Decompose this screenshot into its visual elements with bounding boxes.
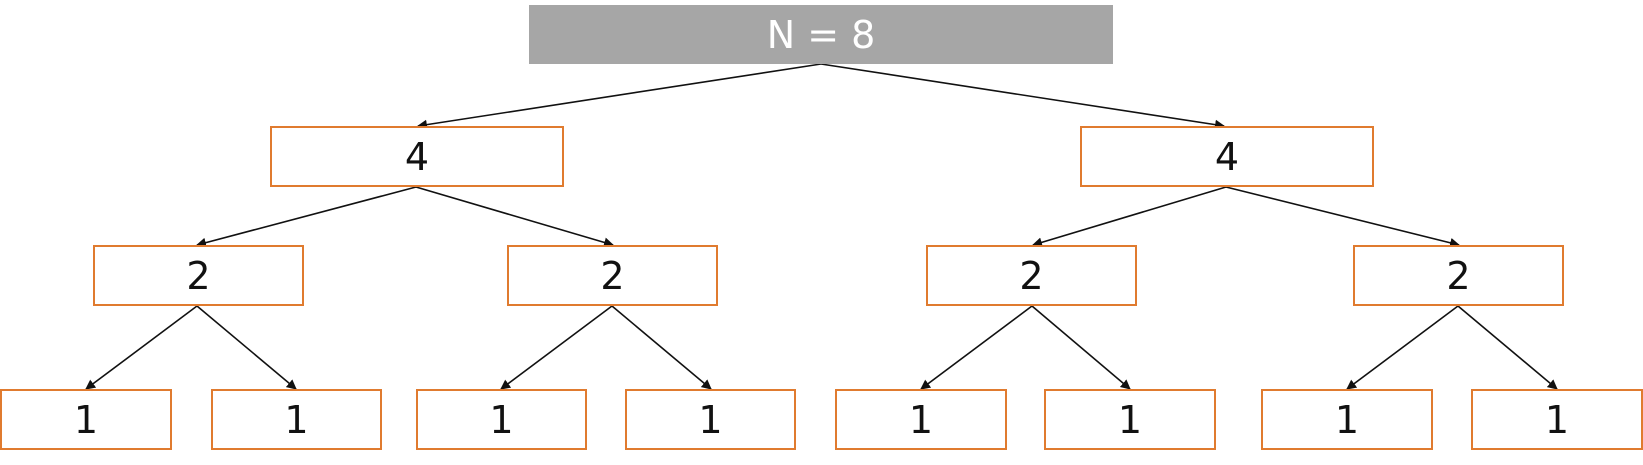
level2-node: 2 (93, 245, 304, 306)
level1-node: 4 (1080, 126, 1374, 187)
tree-edge-arrow (1346, 305, 1459, 390)
tree-edge-arrow (1225, 186, 1460, 248)
level3-node: 1 (625, 389, 796, 450)
level3-node-label: 1 (1117, 397, 1143, 442)
level2-node-label: 2 (1446, 253, 1471, 298)
tree-edge-arrow (196, 186, 417, 248)
level1-node-label: 4 (404, 134, 430, 179)
level2-node: 2 (1353, 245, 1564, 306)
tree-edge-arrow (415, 186, 614, 248)
tree-edge-arrow (1457, 305, 1558, 390)
level3-node-label: 1 (908, 397, 934, 442)
level3-node-label: 1 (1544, 397, 1570, 442)
tree-edge-arrow (500, 305, 613, 390)
level3-node-label: 1 (73, 397, 99, 442)
tree-edge-arrow (820, 63, 1225, 130)
level3-node: 1 (1471, 389, 1643, 450)
level3-node: 1 (211, 389, 382, 450)
level3-node: 1 (0, 389, 172, 450)
level2-node-label: 2 (1019, 253, 1044, 298)
root-node: N = 8 (529, 5, 1113, 64)
level3-node-label: 1 (698, 397, 723, 442)
level3-node: 1 (835, 389, 1007, 450)
level3-node: 1 (1044, 389, 1216, 450)
level2-node: 2 (507, 245, 718, 306)
tree-edge-arrow (1031, 305, 1131, 390)
level2-node: 2 (926, 245, 1137, 306)
root-node-label: N = 8 (766, 12, 876, 57)
level3-node: 1 (1261, 389, 1433, 450)
level2-node-label: 2 (600, 253, 625, 298)
tree-edge-arrow (85, 305, 198, 390)
level1-node: 4 (270, 126, 564, 187)
tree-edge-arrow (920, 305, 1033, 390)
tree-edge-arrow (417, 63, 822, 130)
level3-node: 1 (416, 389, 587, 450)
level3-node-label: 1 (1334, 397, 1360, 442)
level3-node-label: 1 (489, 397, 514, 442)
tree-edge-arrow (611, 305, 712, 390)
tree-edge-arrow (1032, 186, 1227, 248)
level3-node-label: 1 (284, 397, 309, 442)
level2-node-label: 2 (186, 253, 211, 298)
level1-node-label: 4 (1214, 134, 1240, 179)
tree-edge-arrow (196, 305, 297, 390)
